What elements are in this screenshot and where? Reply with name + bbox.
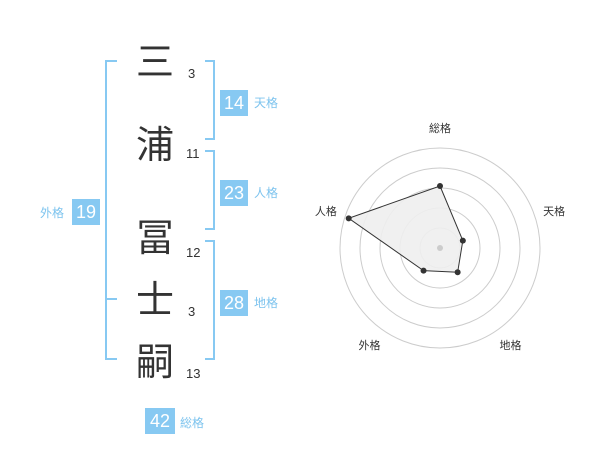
- radar-ring-5: [339, 147, 541, 349]
- chikaku-label: 地格: [254, 296, 279, 310]
- stroke-count-1: 3: [188, 66, 196, 81]
- radar-point-3: [454, 269, 461, 276]
- jinkaku-label: 人格: [254, 186, 279, 200]
- gaikaku-value-badge: 19: [72, 199, 100, 225]
- radar-point-2: [459, 237, 466, 244]
- radar-point-4: [420, 267, 427, 274]
- radar-point-5: [345, 215, 352, 222]
- stroke-count-4: 3: [188, 304, 196, 319]
- name-char-2: 浦: [135, 123, 174, 167]
- name-char-1: 三: [135, 40, 174, 84]
- jinkaku-value-badge: 23: [220, 180, 248, 206]
- name-char-3: 冨: [135, 216, 174, 260]
- soukaku-label: 総格: [180, 416, 205, 430]
- radar-point-1: [437, 183, 443, 189]
- radar-axis-label-3: 地格: [500, 338, 522, 352]
- radar-axis-label-4: 外格: [358, 338, 380, 352]
- gaikaku-label: 外格: [40, 206, 65, 220]
- name-char-5: 嗣: [135, 340, 174, 384]
- radar-axis-label-1: 総格: [429, 121, 451, 135]
- stroke-count-5: 13: [186, 366, 201, 381]
- radar-ring-4: [359, 167, 521, 329]
- radar-axis-label-5: 人格: [315, 204, 337, 218]
- tenkaku-value-badge: 14: [220, 90, 248, 116]
- stroke-count-3: 12: [186, 245, 201, 260]
- radar-axis-label-2: 天格: [543, 204, 565, 218]
- stroke-count-2: 11: [186, 146, 200, 161]
- radar-series-polygon: [347, 185, 464, 273]
- chikaku-value-badge: 28: [220, 290, 248, 316]
- soukaku-value-badge: 42: [145, 408, 175, 434]
- name-char-4: 士: [135, 278, 174, 322]
- tenkaku-label: 天格: [254, 96, 279, 110]
- radar-center-dot: [437, 245, 443, 251]
